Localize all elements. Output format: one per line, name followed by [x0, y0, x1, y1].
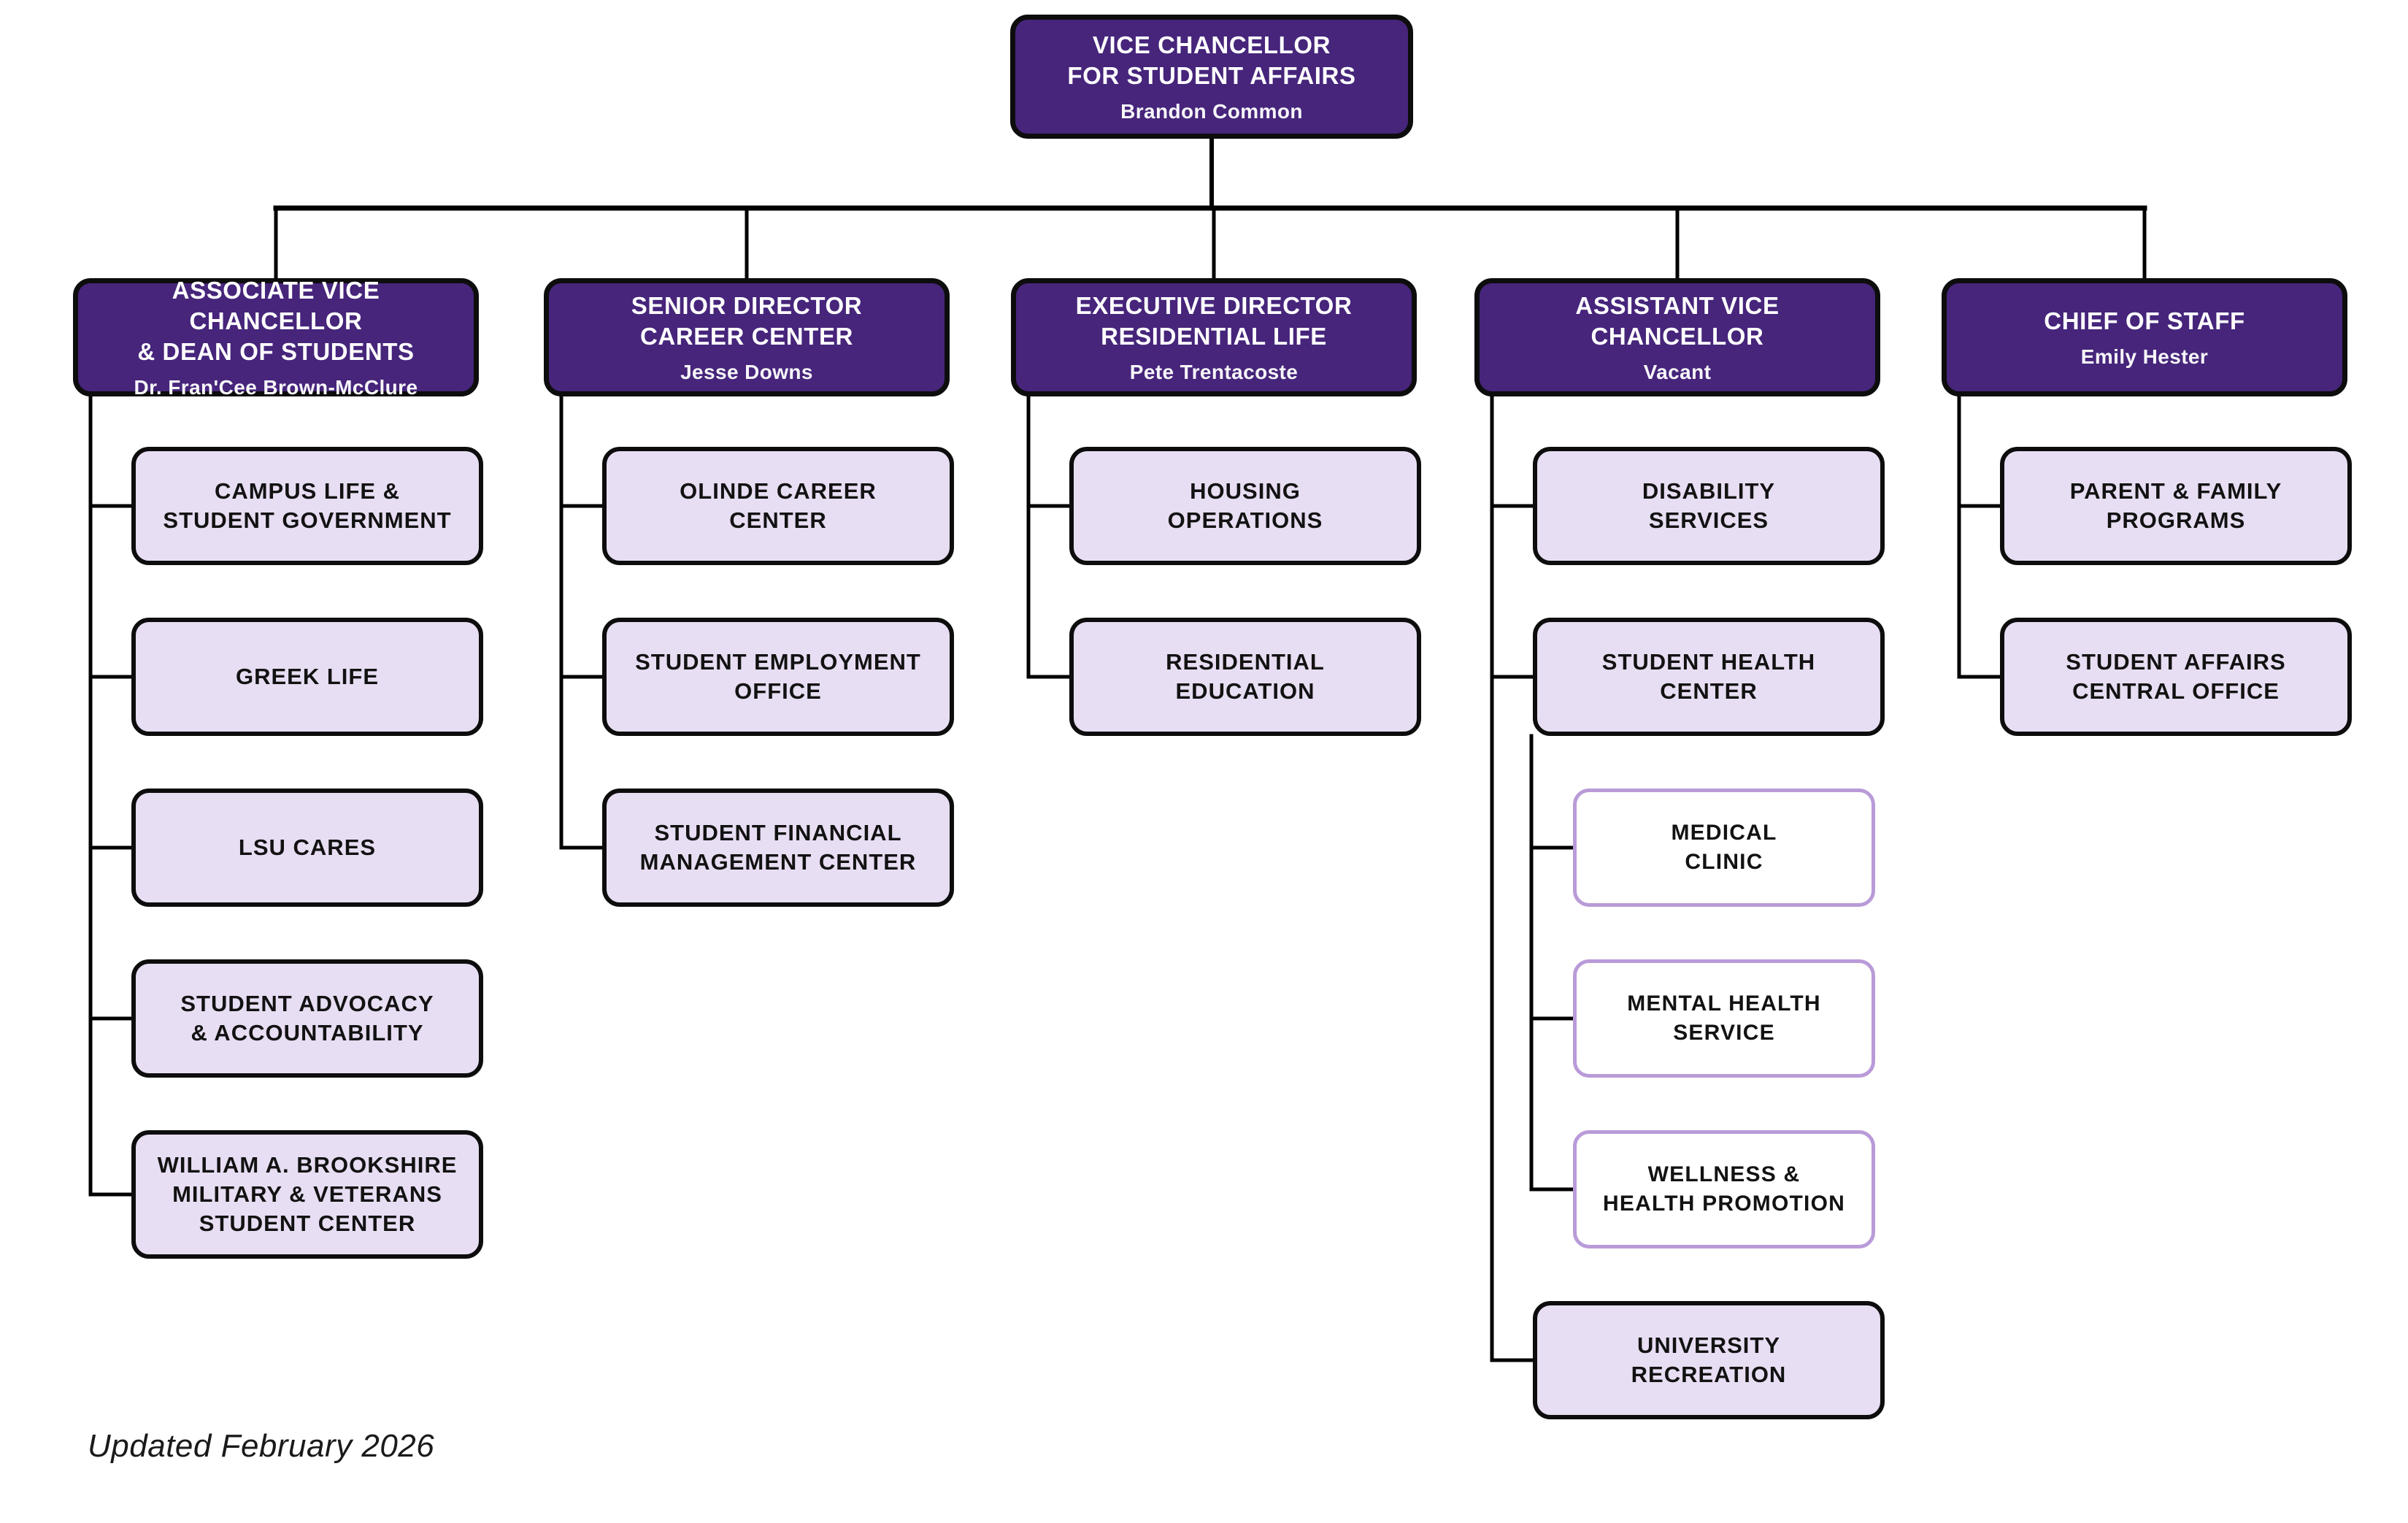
- node-student-financial-management-center: STUDENT FINANCIAL MANAGEMENT CENTER: [602, 789, 954, 907]
- node-label-line: GREEK LIFE: [235, 664, 379, 689]
- node-associate-vice-chancellor-dean-of-students: ASSOCIATE VICE CHANCELLOR & DEAN OF STUDE…: [73, 277, 479, 399]
- node-label-line: ASSISTANT VICE CHANCELLOR: [1575, 292, 1780, 350]
- node-disability-services: DISABILITY SERVICES: [1533, 447, 1885, 565]
- node-student-health-center: STUDENT HEALTH CENTER: [1533, 618, 1885, 736]
- node-label-line: HOUSING: [1190, 478, 1301, 504]
- node-person-name: Pete Trentacoste: [1129, 361, 1299, 383]
- node-label-line: SERVICE: [1673, 1021, 1775, 1045]
- node-label-line: CENTRAL OFFICE: [2072, 678, 2280, 704]
- node-william-a-brookshire-military-veterans-student-center: WILLIAM A. BROOKSHIRE MILITARY & VETERANS…: [131, 1130, 483, 1259]
- node-assistant-vice-chancellor: ASSISTANT VICE CHANCELLOR Vacant: [1474, 278, 1880, 396]
- node-person-name: Jesse Downs: [680, 361, 813, 383]
- node-label-line: & ACCOUNTABILITY: [191, 1020, 424, 1046]
- node-student-employment-office: STUDENT EMPLOYMENT OFFICE: [602, 618, 954, 736]
- node-label-line: CENTER: [729, 507, 827, 533]
- node-label-line: CENTER: [1660, 678, 1758, 704]
- node-label-line: OFFICE: [734, 678, 822, 704]
- node-label-line: STUDENT HEALTH: [1601, 649, 1816, 675]
- node-wellness-health-promotion: WELLNESS & HEALTH PROMOTION: [1573, 1130, 1875, 1248]
- node-person-name: Emily Hester: [2080, 345, 2209, 368]
- node-label-line: UNIVERSITY: [1636, 1332, 1781, 1358]
- node-label-line: RESIDENTIAL LIFE: [1101, 323, 1327, 350]
- node-housing-operations: HOUSING OPERATIONS: [1069, 447, 1421, 565]
- node-executive-director-residential-life: EXECUTIVE DIRECTOR RESIDENTIAL LIFE Pete T…: [1011, 278, 1417, 396]
- node-label-line: & DEAN OF STUDENTS: [137, 338, 415, 365]
- node-chief-of-staff: CHIEF OF STAFF Emily Hester: [1942, 278, 2347, 396]
- node-label-line: WELLNESS &: [1647, 1162, 1801, 1186]
- node-label-line: VICE CHANCELLOR: [1092, 31, 1331, 58]
- node-campus-life-student-government: CAMPUS LIFE & STUDENT GOVERNMENT: [131, 447, 483, 565]
- node-label-line: FOR STUDENT AFFAIRS: [1067, 62, 1356, 89]
- node-senior-director-career-center: SENIOR DIRECTOR CAREER CENTER Jesse Downs: [544, 278, 950, 396]
- node-student-advocacy-accountability: STUDENT ADVOCACY & ACCOUNTABILITY: [131, 959, 483, 1078]
- node-label-line: STUDENT CENTER: [199, 1211, 416, 1236]
- node-label-line: STUDENT FINANCIAL: [654, 820, 902, 845]
- node-medical-clinic: MEDICAL CLINIC: [1573, 789, 1875, 907]
- node-label-line: EXECUTIVE DIRECTOR: [1075, 292, 1353, 319]
- node-label-line: PROGRAMS: [2106, 507, 2246, 533]
- node-label-line: STUDENT GOVERNMENT: [163, 507, 452, 533]
- node-label-line: SERVICES: [1648, 507, 1769, 533]
- node-greek-life: GREEK LIFE: [131, 618, 483, 736]
- updated-date: Updated February 2026: [88, 1428, 435, 1464]
- node-person-name: Dr. Fran'Cee Brown-McClure: [134, 376, 418, 399]
- node-parent-family-programs: PARENT & FAMILY PROGRAMS: [2000, 447, 2352, 565]
- node-person-name: Vacant: [1643, 361, 1712, 383]
- node-label-line: ASSOCIATE VICE CHANCELLOR: [172, 277, 380, 334]
- node-label-line: CAREER CENTER: [640, 323, 853, 350]
- node-label-line: STUDENT EMPLOYMENT: [635, 649, 921, 675]
- node-label-line: MILITARY & VETERANS: [172, 1181, 442, 1207]
- node-label-line: OPERATIONS: [1167, 507, 1323, 533]
- node-label-line: SENIOR DIRECTOR: [631, 292, 863, 319]
- node-person-name: Brandon Common: [1120, 100, 1303, 123]
- node-label-line: HEALTH PROMOTION: [1603, 1192, 1845, 1216]
- node-label-line: STUDENT ADVOCACY: [180, 991, 434, 1016]
- node-label-line: WILLIAM A. BROOKSHIRE: [157, 1152, 458, 1178]
- node-label-line: OLINDE CAREER: [680, 478, 877, 504]
- node-label-line: DISABILITY: [1642, 478, 1776, 504]
- node-label-line: MENTAL HEALTH: [1627, 991, 1821, 1016]
- node-residential-education: RESIDENTIAL EDUCATION: [1069, 618, 1421, 736]
- node-olinde-career-center: OLINDE CAREER CENTER: [602, 447, 954, 565]
- node-mental-health-service: MENTAL HEALTH SERVICE: [1573, 959, 1875, 1078]
- node-label-line: RESIDENTIAL: [1166, 649, 1325, 675]
- node-label-line: MANAGEMENT CENTER: [639, 849, 917, 875]
- node-label-line: MEDICAL: [1671, 821, 1777, 845]
- node-label-line: RECREATION: [1631, 1362, 1787, 1387]
- node-label-line: CHIEF OF STAFF: [2044, 307, 2245, 334]
- node-university-recreation: UNIVERSITY RECREATION: [1533, 1301, 1885, 1419]
- node-student-affairs-central-office: STUDENT AFFAIRS CENTRAL OFFICE: [2000, 618, 2352, 736]
- node-label-line: CLINIC: [1685, 850, 1763, 874]
- node-label-line: STUDENT AFFAIRS: [2066, 649, 2286, 675]
- node-lsu-cares: LSU CARES: [131, 789, 483, 907]
- node-label-line: EDUCATION: [1175, 678, 1315, 704]
- node-vice-chancellor-for-student-affairs: VICE CHANCELLOR FOR STUDENT AFFAIRS Brando…: [1010, 15, 1413, 139]
- node-label-line: PARENT & FAMILY: [2069, 478, 2282, 504]
- node-label-line: CAMPUS LIFE &: [214, 478, 401, 504]
- node-label-line: LSU CARES: [238, 835, 377, 860]
